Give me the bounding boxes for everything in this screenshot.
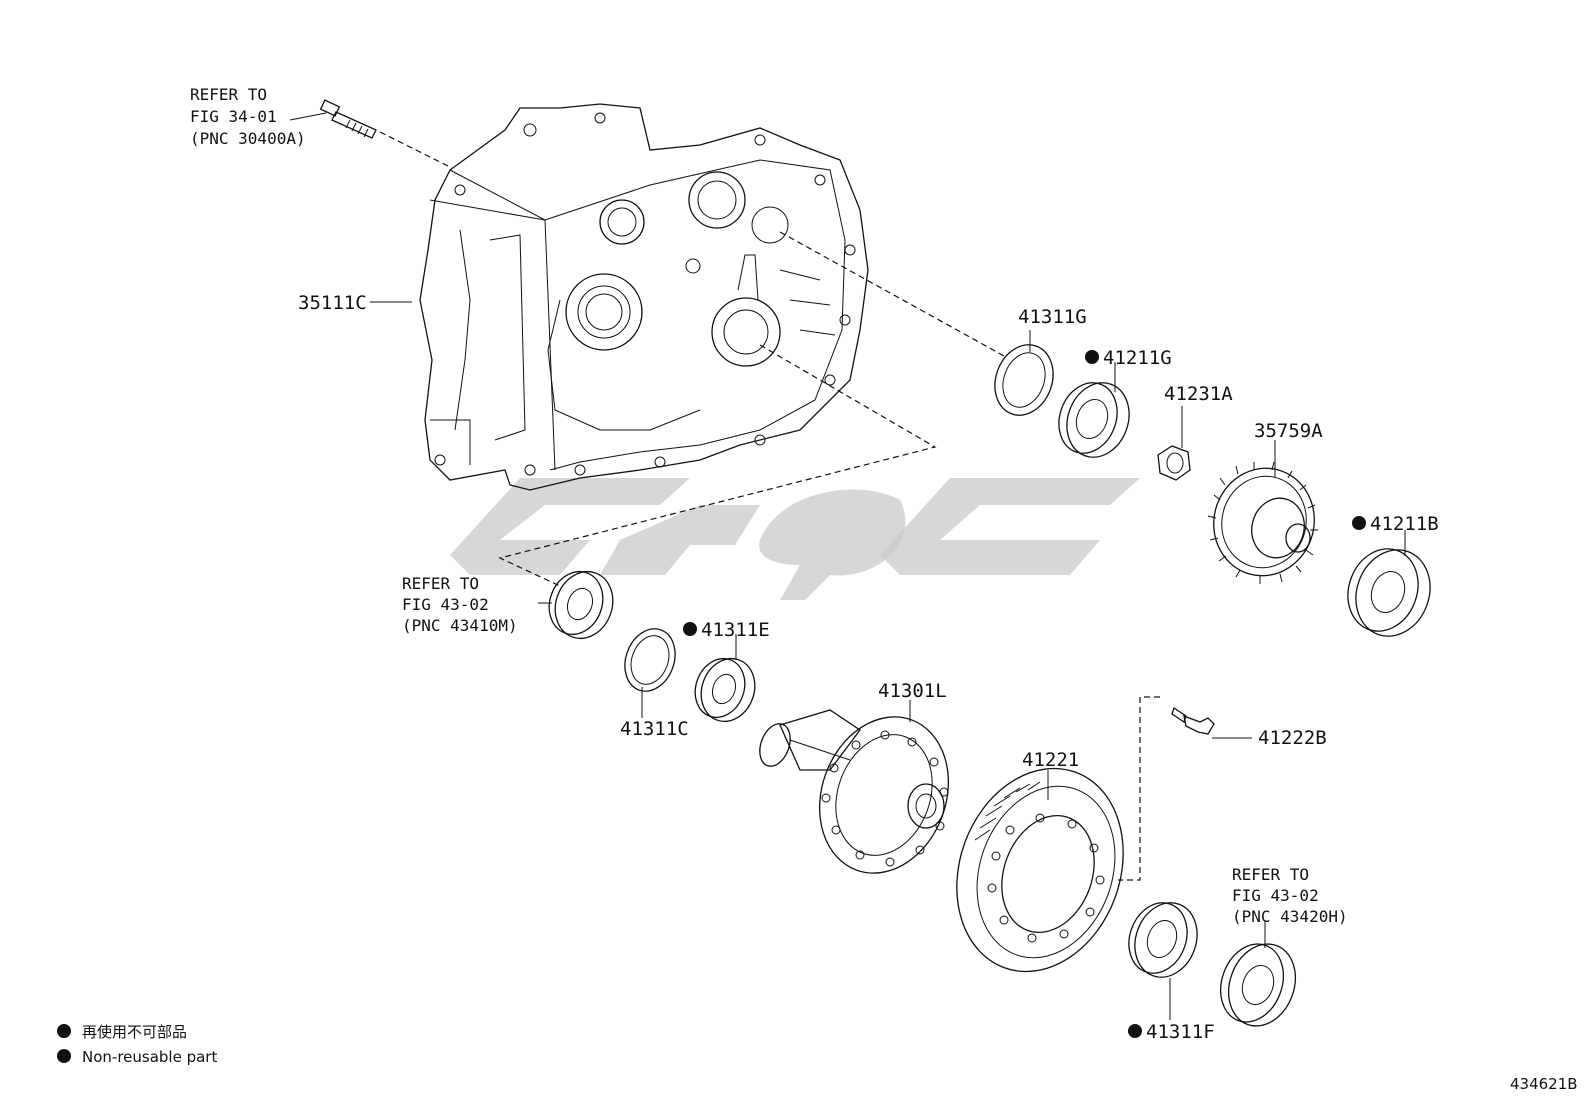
label-41311e: 41311E <box>701 619 770 641</box>
bearing-41211b <box>1347 548 1431 637</box>
bearing-41211g <box>1058 382 1130 458</box>
svg-text:REFER TO: REFER TO <box>402 574 479 593</box>
reference-note-43410m: REFER TO FIG 43-02 (PNC 43410M) <box>402 574 518 635</box>
legend-text-en: Non-reusable part <box>82 1048 217 1066</box>
differential-case-41301l <box>759 709 950 874</box>
reference-note-43420h: REFER TO FIG 43-02 (PNC 43420H) <box>1232 865 1348 926</box>
part-labels: 35111C 41311G 41211G 41231A 35759A 41211… <box>298 292 1439 1043</box>
seal-43410m <box>548 570 614 640</box>
svg-text:(PNC 30400A): (PNC 30400A) <box>190 129 306 148</box>
legend-marker-ja <box>57 1024 71 1038</box>
shim-41311c <box>624 628 676 692</box>
transaxle-housing <box>419 103 869 491</box>
label-41231a: 41231A <box>1164 383 1233 405</box>
legend: 再使用不可部品 Non-reusable part <box>57 1023 217 1066</box>
svg-text:(PNC 43420H): (PNC 43420H) <box>1232 907 1348 926</box>
figure-code: 434621B <box>1510 1075 1578 1093</box>
bolt-41222b <box>1171 706 1215 735</box>
ring-gear-41221 <box>956 767 1124 973</box>
gear-35759a <box>1207 461 1318 584</box>
svg-text:REFER TO: REFER TO <box>190 85 267 104</box>
label-35759a: 35759A <box>1254 420 1323 442</box>
nut-41231a <box>1157 445 1191 481</box>
watermark-logo <box>450 478 1140 600</box>
seal-43420h <box>1220 943 1296 1027</box>
label-41222b: 41222B <box>1258 727 1327 749</box>
legend-marker-en <box>57 1049 71 1063</box>
oil-seal-41311g <box>994 344 1054 416</box>
label-41221: 41221 <box>1022 749 1079 771</box>
svg-text:FIG 34-01: FIG 34-01 <box>190 107 277 126</box>
reference-note-34-01: REFER TO FIG 34-01 (PNC 30400A) <box>190 85 306 148</box>
nonreusable-marker-41211g <box>1085 350 1099 364</box>
legend-text-ja: 再使用不可部品 <box>82 1023 187 1041</box>
nonreusable-marker-41311f <box>1128 1024 1142 1038</box>
svg-text:REFER TO: REFER TO <box>1232 865 1309 884</box>
svg-text:FIG 43-02: FIG 43-02 <box>1232 886 1319 905</box>
label-41301l: 41301L <box>878 680 947 702</box>
label-41311f: 41311F <box>1146 1021 1215 1043</box>
label-41211g: 41211G <box>1103 347 1172 369</box>
bearing-41311e <box>694 657 756 723</box>
label-41211b: 41211B <box>1370 513 1439 535</box>
housing-bolt <box>319 99 377 139</box>
label-41311c: 41311C <box>620 718 689 740</box>
label-35111c: 35111C <box>298 292 367 314</box>
nonreusable-marker-41211b <box>1352 516 1366 530</box>
svg-text:(PNC 43410M): (PNC 43410M) <box>402 616 518 635</box>
assembly-lines <box>379 131 1160 881</box>
nonreusable-marker-41311e <box>683 622 697 636</box>
bearing-41311f <box>1128 902 1198 978</box>
svg-text:FIG 43-02: FIG 43-02 <box>402 595 489 614</box>
leader-lines <box>289 112 1406 1020</box>
label-41311g: 41311G <box>1018 306 1087 328</box>
